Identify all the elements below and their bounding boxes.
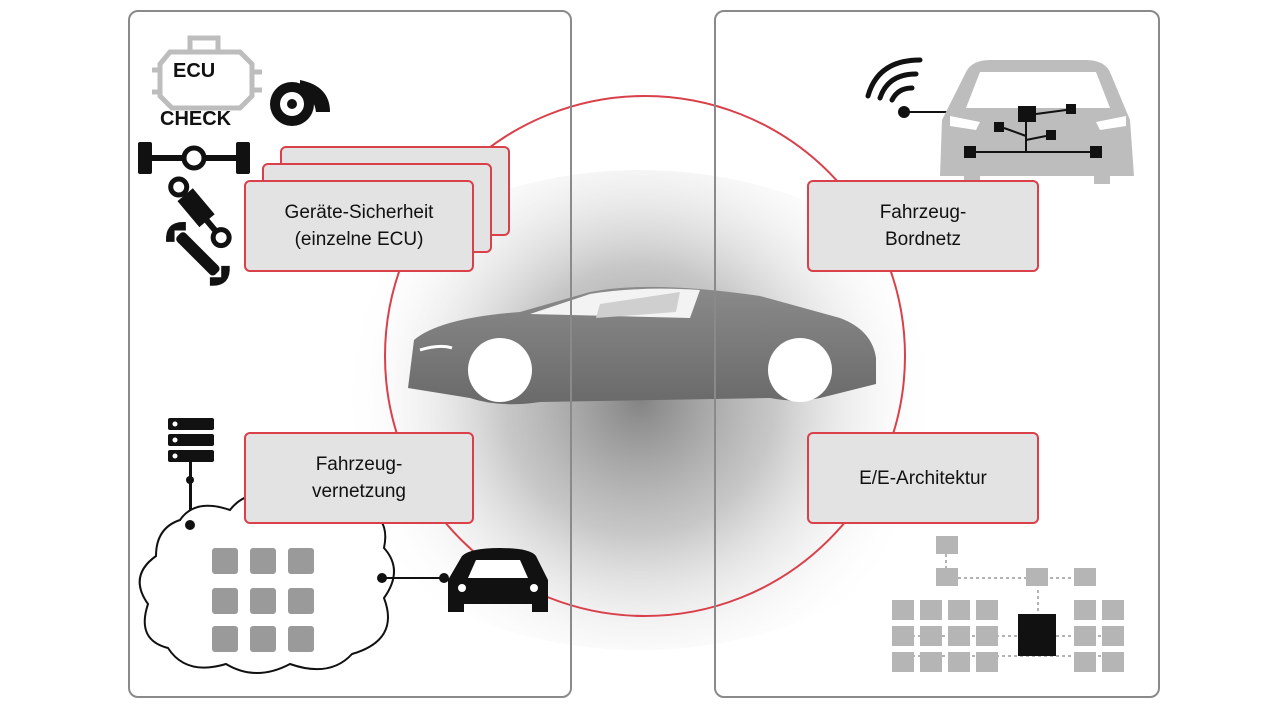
shock-absorber-icon (168, 176, 232, 249)
box-device-security: Geräte-Sicherheit (einzelne ECU) (244, 180, 474, 272)
left-panel (128, 10, 572, 698)
vehicle-networking-label: Fahrzeug- vernetzung (311, 454, 406, 502)
box-ee-architecture: E/E-Architektur (807, 432, 1039, 524)
wrench-icon (166, 222, 230, 286)
car-network-icon (940, 60, 1134, 184)
cloud-apps-icon (138, 489, 444, 674)
ecu-check-icon (152, 35, 262, 111)
ee-architecture-label: E/E-Architektur (859, 467, 987, 489)
check-label: CHECK (160, 108, 232, 130)
central-circle (384, 95, 906, 617)
box-vehicle-networking: Fahrzeug- vernetzung (244, 432, 474, 524)
architecture-tree-icon (892, 536, 1124, 672)
vehicle-onboard-network-label: Fahrzeug- Bordnetz (879, 202, 967, 250)
brake-disc-icon (270, 80, 330, 126)
axle-icon (138, 142, 250, 174)
dark-car-icon (439, 548, 548, 612)
device-security-label: Geräte-Sicherheit (einzelne ECU) (284, 202, 434, 250)
server-icon (168, 418, 214, 522)
right-panel (714, 10, 1160, 698)
ecu-label: ECU (173, 60, 216, 82)
central-shadow (300, 170, 980, 650)
central-car-icon (408, 286, 876, 405)
box-vehicle-onboard-network: Fahrzeug- Bordnetz (807, 180, 1039, 272)
